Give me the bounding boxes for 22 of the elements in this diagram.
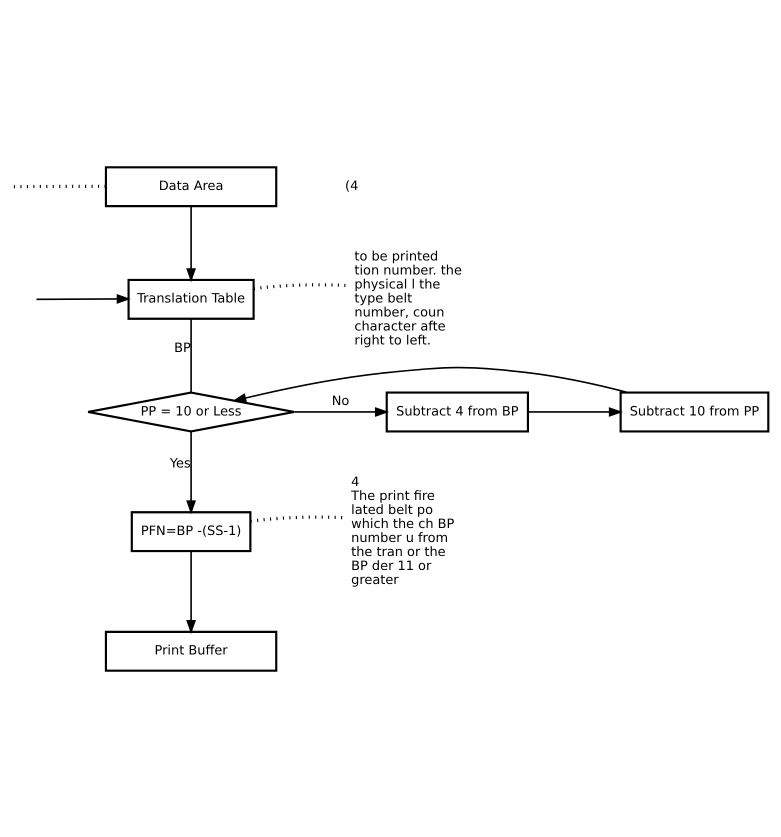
arrow <box>186 430 196 514</box>
arrow <box>36 294 131 304</box>
arrow <box>186 206 196 282</box>
edge-label: No <box>332 394 350 409</box>
node-box: PFN=BP -(SS-1) <box>130 510 252 552</box>
connector <box>190 318 192 392</box>
edge-label: Yes <box>170 456 191 472</box>
node-box: Translation Table <box>128 278 255 320</box>
edge-label: BP <box>174 340 191 356</box>
connector <box>254 282 346 290</box>
arrow <box>528 406 623 416</box>
arrow <box>186 550 196 634</box>
node-box: Data Area <box>104 166 278 207</box>
node-box: Print Buffer <box>104 630 278 672</box>
connector <box>250 514 343 522</box>
node-text: 4 The print fire lated belt po which the ch BP number u from the tran or the BP der 11 or greater <box>351 474 454 588</box>
arrow <box>232 366 628 402</box>
arrow <box>294 406 390 416</box>
node-box: Subtract 4 from BP <box>386 391 529 432</box>
label: (4 <box>345 178 358 194</box>
node-box: Subtract 10 from PP <box>620 391 770 432</box>
node-text: to be printed tion number. the physical l the type belt number, coun character afte right to left. <box>354 249 462 348</box>
